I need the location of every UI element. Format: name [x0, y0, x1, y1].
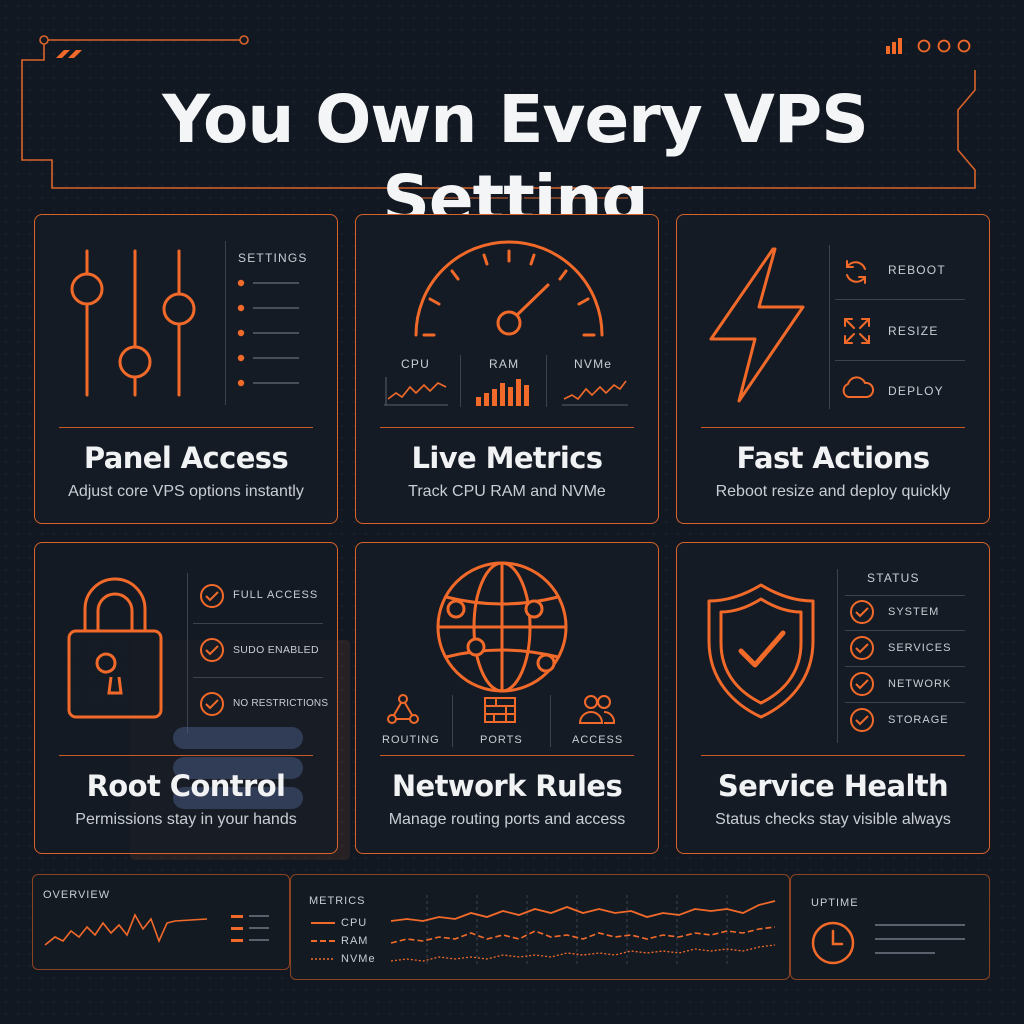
legend-ram: RAM	[341, 935, 369, 947]
metrics-label: METRICS	[309, 895, 366, 907]
card-subtitle: Permissions stay in your hands	[75, 811, 297, 828]
deploy-label[interactable]: DEPLOY	[888, 384, 944, 398]
access-label[interactable]: ACCESS	[572, 734, 624, 746]
metrics-legend-lines	[311, 922, 335, 960]
routing-label[interactable]: ROUTING	[382, 734, 440, 746]
header-frame	[21, 35, 976, 204]
lightning-icon	[709, 247, 805, 403]
check-circle-icon	[850, 708, 874, 732]
card-panel-access[interactable]: SETTINGS Panel Access Adjust core VPS op…	[34, 214, 338, 524]
window-controls	[886, 38, 971, 54]
status-heading: STATUS	[867, 571, 920, 585]
check-circle-icon	[850, 636, 874, 660]
routing-icon[interactable]	[386, 693, 420, 725]
dot-icon	[917, 39, 931, 53]
metrics-chart	[390, 895, 776, 967]
ram-bars	[476, 379, 529, 406]
services-label: SERVICES	[888, 642, 952, 654]
ports-label[interactable]: PORTS	[480, 734, 523, 746]
ram-label: RAM	[489, 357, 520, 371]
nvme-label: NVMe	[574, 357, 613, 371]
signal-bars-icon	[886, 38, 902, 54]
settings-list	[237, 279, 299, 387]
no-restrictions-label: NO RESTRICTIONS	[233, 698, 329, 709]
page-title: You Own Every VPS Setting	[162, 81, 869, 238]
resize-label[interactable]: RESIZE	[888, 324, 939, 338]
cloud-icon[interactable]	[839, 375, 875, 401]
sudo-enabled-label: SUDO ENABLED	[233, 644, 319, 656]
card-title: Panel Access	[83, 441, 289, 475]
check-circle-icon	[850, 600, 874, 624]
cpu-label: CPU	[401, 357, 430, 371]
check-circle-icon	[200, 692, 224, 716]
dot-icon	[957, 39, 971, 53]
card-subtitle: Status checks stay visible always	[715, 811, 951, 828]
card-title: Live Metrics	[411, 441, 604, 475]
card-subtitle: Adjust core VPS options instantly	[68, 483, 304, 500]
reboot-icon[interactable]	[841, 257, 871, 287]
card-service-health[interactable]: STATUS SYSTEM SERVICES NETWORK STORAGE S…	[676, 542, 990, 854]
legend-cpu: CPU	[341, 917, 368, 929]
network-label: NETWORK	[888, 678, 952, 690]
reboot-label[interactable]: REBOOT	[888, 263, 946, 277]
card-subtitle: Reboot resize and deploy quickly	[715, 483, 951, 500]
uptime-label: UPTIME	[811, 897, 859, 909]
nvme-sparkline	[562, 380, 628, 406]
shield-check-icon	[707, 583, 815, 719]
card-title: Root Control	[86, 769, 286, 803]
full-access-label: FULL ACCESS	[233, 589, 319, 601]
uptime-lines	[875, 924, 965, 954]
firewall-icon[interactable]	[484, 697, 516, 723]
card-subtitle: Manage routing ports and access	[388, 811, 626, 828]
resize-icon[interactable]	[843, 317, 871, 345]
card-network-rules[interactable]: ROUTING PORTS ACCESS Network Rules Manag…	[355, 542, 659, 854]
legend-nvme: NVMe	[341, 953, 376, 965]
clock-icon	[811, 921, 855, 965]
overview-panel[interactable]: OVERVIEW	[32, 874, 290, 970]
card-title: Fast Actions	[736, 441, 931, 475]
ghost-server-icon	[173, 727, 303, 809]
card-subtitle: Track CPU RAM and NVMe	[408, 483, 606, 500]
cpu-sparkline	[384, 377, 448, 406]
overview-label: OVERVIEW	[43, 889, 111, 901]
card-title: Network Rules	[391, 769, 623, 803]
sliders-icon	[70, 249, 196, 397]
check-circle-icon	[200, 638, 224, 662]
check-circle-icon	[850, 672, 874, 696]
gauge-icon	[414, 240, 604, 337]
card-title: Service Health	[717, 769, 949, 803]
storage-label: STORAGE	[888, 714, 949, 726]
globe-icon	[436, 561, 568, 693]
settings-label: SETTINGS	[238, 251, 308, 265]
padlock-icon	[67, 577, 163, 719]
uptime-panel[interactable]: UPTIME	[790, 874, 990, 980]
card-fast-actions[interactable]: REBOOT RESIZE DEPLOY Fast Actions Reboot…	[676, 214, 990, 524]
dot-icon	[937, 39, 951, 53]
card-live-metrics[interactable]: CPU RAM NVMe Live Metrics Track CPU RAM …	[355, 214, 659, 524]
overview-sparkline	[44, 913, 269, 946]
card-root-control[interactable]: FULL ACCESS SUDO ENABLED NO RESTRICTIONS…	[34, 542, 338, 854]
metrics-panel[interactable]: METRICS CPU RAM NVMe	[290, 874, 790, 980]
system-label: SYSTEM	[888, 606, 940, 618]
users-icon[interactable]	[578, 693, 616, 725]
check-circle-icon	[200, 584, 224, 608]
